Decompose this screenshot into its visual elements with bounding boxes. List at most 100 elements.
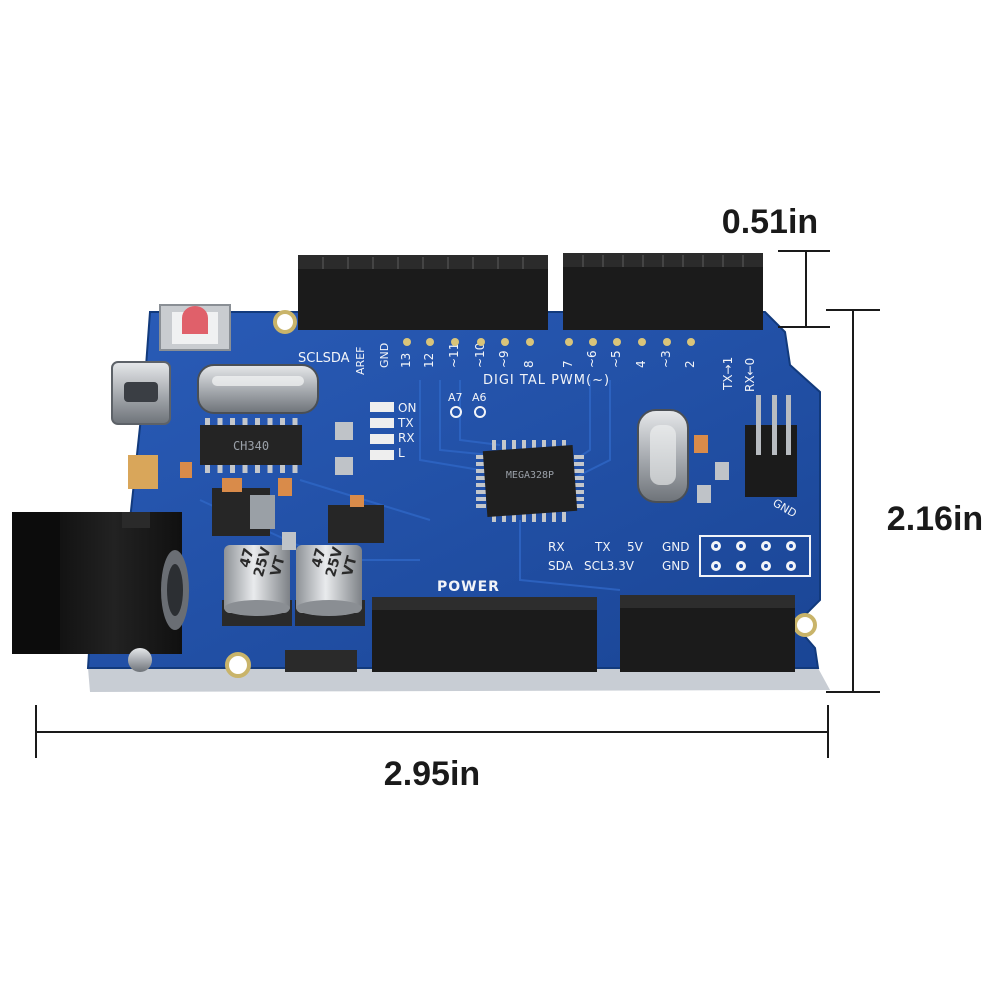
microcontroller: MEGA328P xyxy=(476,440,584,522)
chip-pin xyxy=(205,418,210,427)
digital-pin-label: 4 xyxy=(634,360,648,368)
pin-hole xyxy=(764,564,768,568)
digital-pin-label: ~5 xyxy=(609,350,623,368)
cap1-voltage: 25V xyxy=(251,545,274,579)
silk-gnd-2: GND xyxy=(662,559,690,573)
silk-tx: TX→1 xyxy=(721,357,735,391)
dimension-header-height xyxy=(778,250,830,328)
mcu-pin xyxy=(532,440,536,450)
pin-pad xyxy=(526,338,534,346)
silk-sda: SDA xyxy=(548,559,574,573)
mcu-pin xyxy=(542,512,546,522)
digital-pin-label: ~11 xyxy=(447,343,461,368)
silk-gnd-1: GND xyxy=(662,540,690,554)
pin-hole xyxy=(764,544,768,548)
chip-pin xyxy=(230,418,235,427)
analog-header xyxy=(620,595,795,672)
silk-tx-bottom: TX xyxy=(594,540,611,554)
silk-power: POWER xyxy=(437,579,500,595)
silk-aref: AREF xyxy=(354,347,367,375)
chip-pin xyxy=(255,463,260,473)
cap2-value: 47 xyxy=(309,546,329,569)
dimension-board-width xyxy=(35,705,829,758)
mcu-pin xyxy=(476,483,486,487)
digital-pin-label: 12 xyxy=(422,353,436,368)
mcu-pin xyxy=(476,469,486,473)
chip-pin xyxy=(242,418,248,427)
pin-pad xyxy=(613,338,621,346)
chip-pin xyxy=(217,418,223,427)
mcu-pin xyxy=(476,462,486,466)
chip-pin xyxy=(230,463,235,473)
cap1-value: 47 xyxy=(237,546,257,569)
crystal-vertical xyxy=(637,409,689,503)
chip-pin xyxy=(267,418,273,427)
cap1-series: VT xyxy=(268,554,289,578)
dimension-board-height xyxy=(826,309,880,693)
digital-pin-label: 2 xyxy=(683,360,697,368)
chip-pin xyxy=(292,463,298,473)
mcu-pin xyxy=(512,440,516,450)
chip-pin xyxy=(255,418,260,427)
mcu-pin xyxy=(476,455,486,459)
capacitor-2: 47 25V VT xyxy=(295,545,365,626)
digital-pin-label: 8 xyxy=(522,360,536,368)
digital-pin-label: 7 xyxy=(561,360,575,368)
mcu-pin xyxy=(476,504,486,508)
mcu-pin xyxy=(476,490,486,494)
pin-pad xyxy=(451,338,459,346)
chip-pin xyxy=(280,418,285,427)
header-slots xyxy=(322,255,744,269)
micro-usb-port xyxy=(111,361,171,425)
silk-led-tx: TX xyxy=(397,416,414,430)
mcu-pin xyxy=(574,455,584,459)
digital-pin-label: ~3 xyxy=(659,350,673,368)
silk-led-l: L xyxy=(398,446,405,460)
chip-pin xyxy=(217,463,223,473)
digital-pin-label: 13 xyxy=(399,353,413,368)
digital-pin-label: ~6 xyxy=(585,350,599,368)
mcu-label: MEGA328P xyxy=(506,470,554,481)
pin-hole xyxy=(739,544,743,548)
dimension-label-board-width: 2.95in xyxy=(384,755,480,793)
pin-hole xyxy=(714,544,718,548)
mcu-pin xyxy=(552,512,556,522)
pin-hole xyxy=(739,564,743,568)
mcu-pin xyxy=(492,512,496,522)
dimension-label-board-height: 2.16in xyxy=(887,500,983,538)
mcu-pin xyxy=(562,440,566,450)
mcu-pin xyxy=(574,497,584,501)
pin-pad xyxy=(638,338,646,346)
silk-led-rx: RX xyxy=(398,431,415,445)
mcu-pin xyxy=(574,469,584,473)
capacitor-1: 47 25V VT xyxy=(222,545,292,626)
mcu-pin xyxy=(522,512,526,522)
pin-pad xyxy=(477,338,485,346)
crystal-oscillator xyxy=(197,364,319,414)
mcu-pin xyxy=(574,504,584,508)
silk-gnd-top: GND xyxy=(378,343,391,368)
silk-a7: A7 xyxy=(448,391,463,404)
dimension-label-height-header: 0.51in xyxy=(722,203,818,241)
chip-pin xyxy=(267,463,273,473)
chip-label: CH340 xyxy=(233,439,269,453)
cap2-series: VT xyxy=(340,554,361,578)
chip-pin xyxy=(280,463,285,473)
mcu-pin xyxy=(574,490,584,494)
mcu-pin xyxy=(574,476,584,480)
icsp-header xyxy=(745,395,797,497)
pin-pad xyxy=(501,338,509,346)
mcu-pin xyxy=(574,462,584,466)
silk-led-on: ON xyxy=(398,401,416,415)
mcu-pin xyxy=(522,440,526,450)
mcu-pin xyxy=(574,483,584,487)
cap2-voltage: 25V xyxy=(323,545,346,579)
pin-pad xyxy=(663,338,671,346)
digital-pin-label: ~9 xyxy=(497,350,511,368)
silk-scl-33v: SCL3.3V xyxy=(584,559,635,573)
pin-hole xyxy=(714,564,718,568)
mcu-pin xyxy=(492,440,496,450)
pin-pad xyxy=(426,338,434,346)
pin-pads xyxy=(699,535,811,577)
